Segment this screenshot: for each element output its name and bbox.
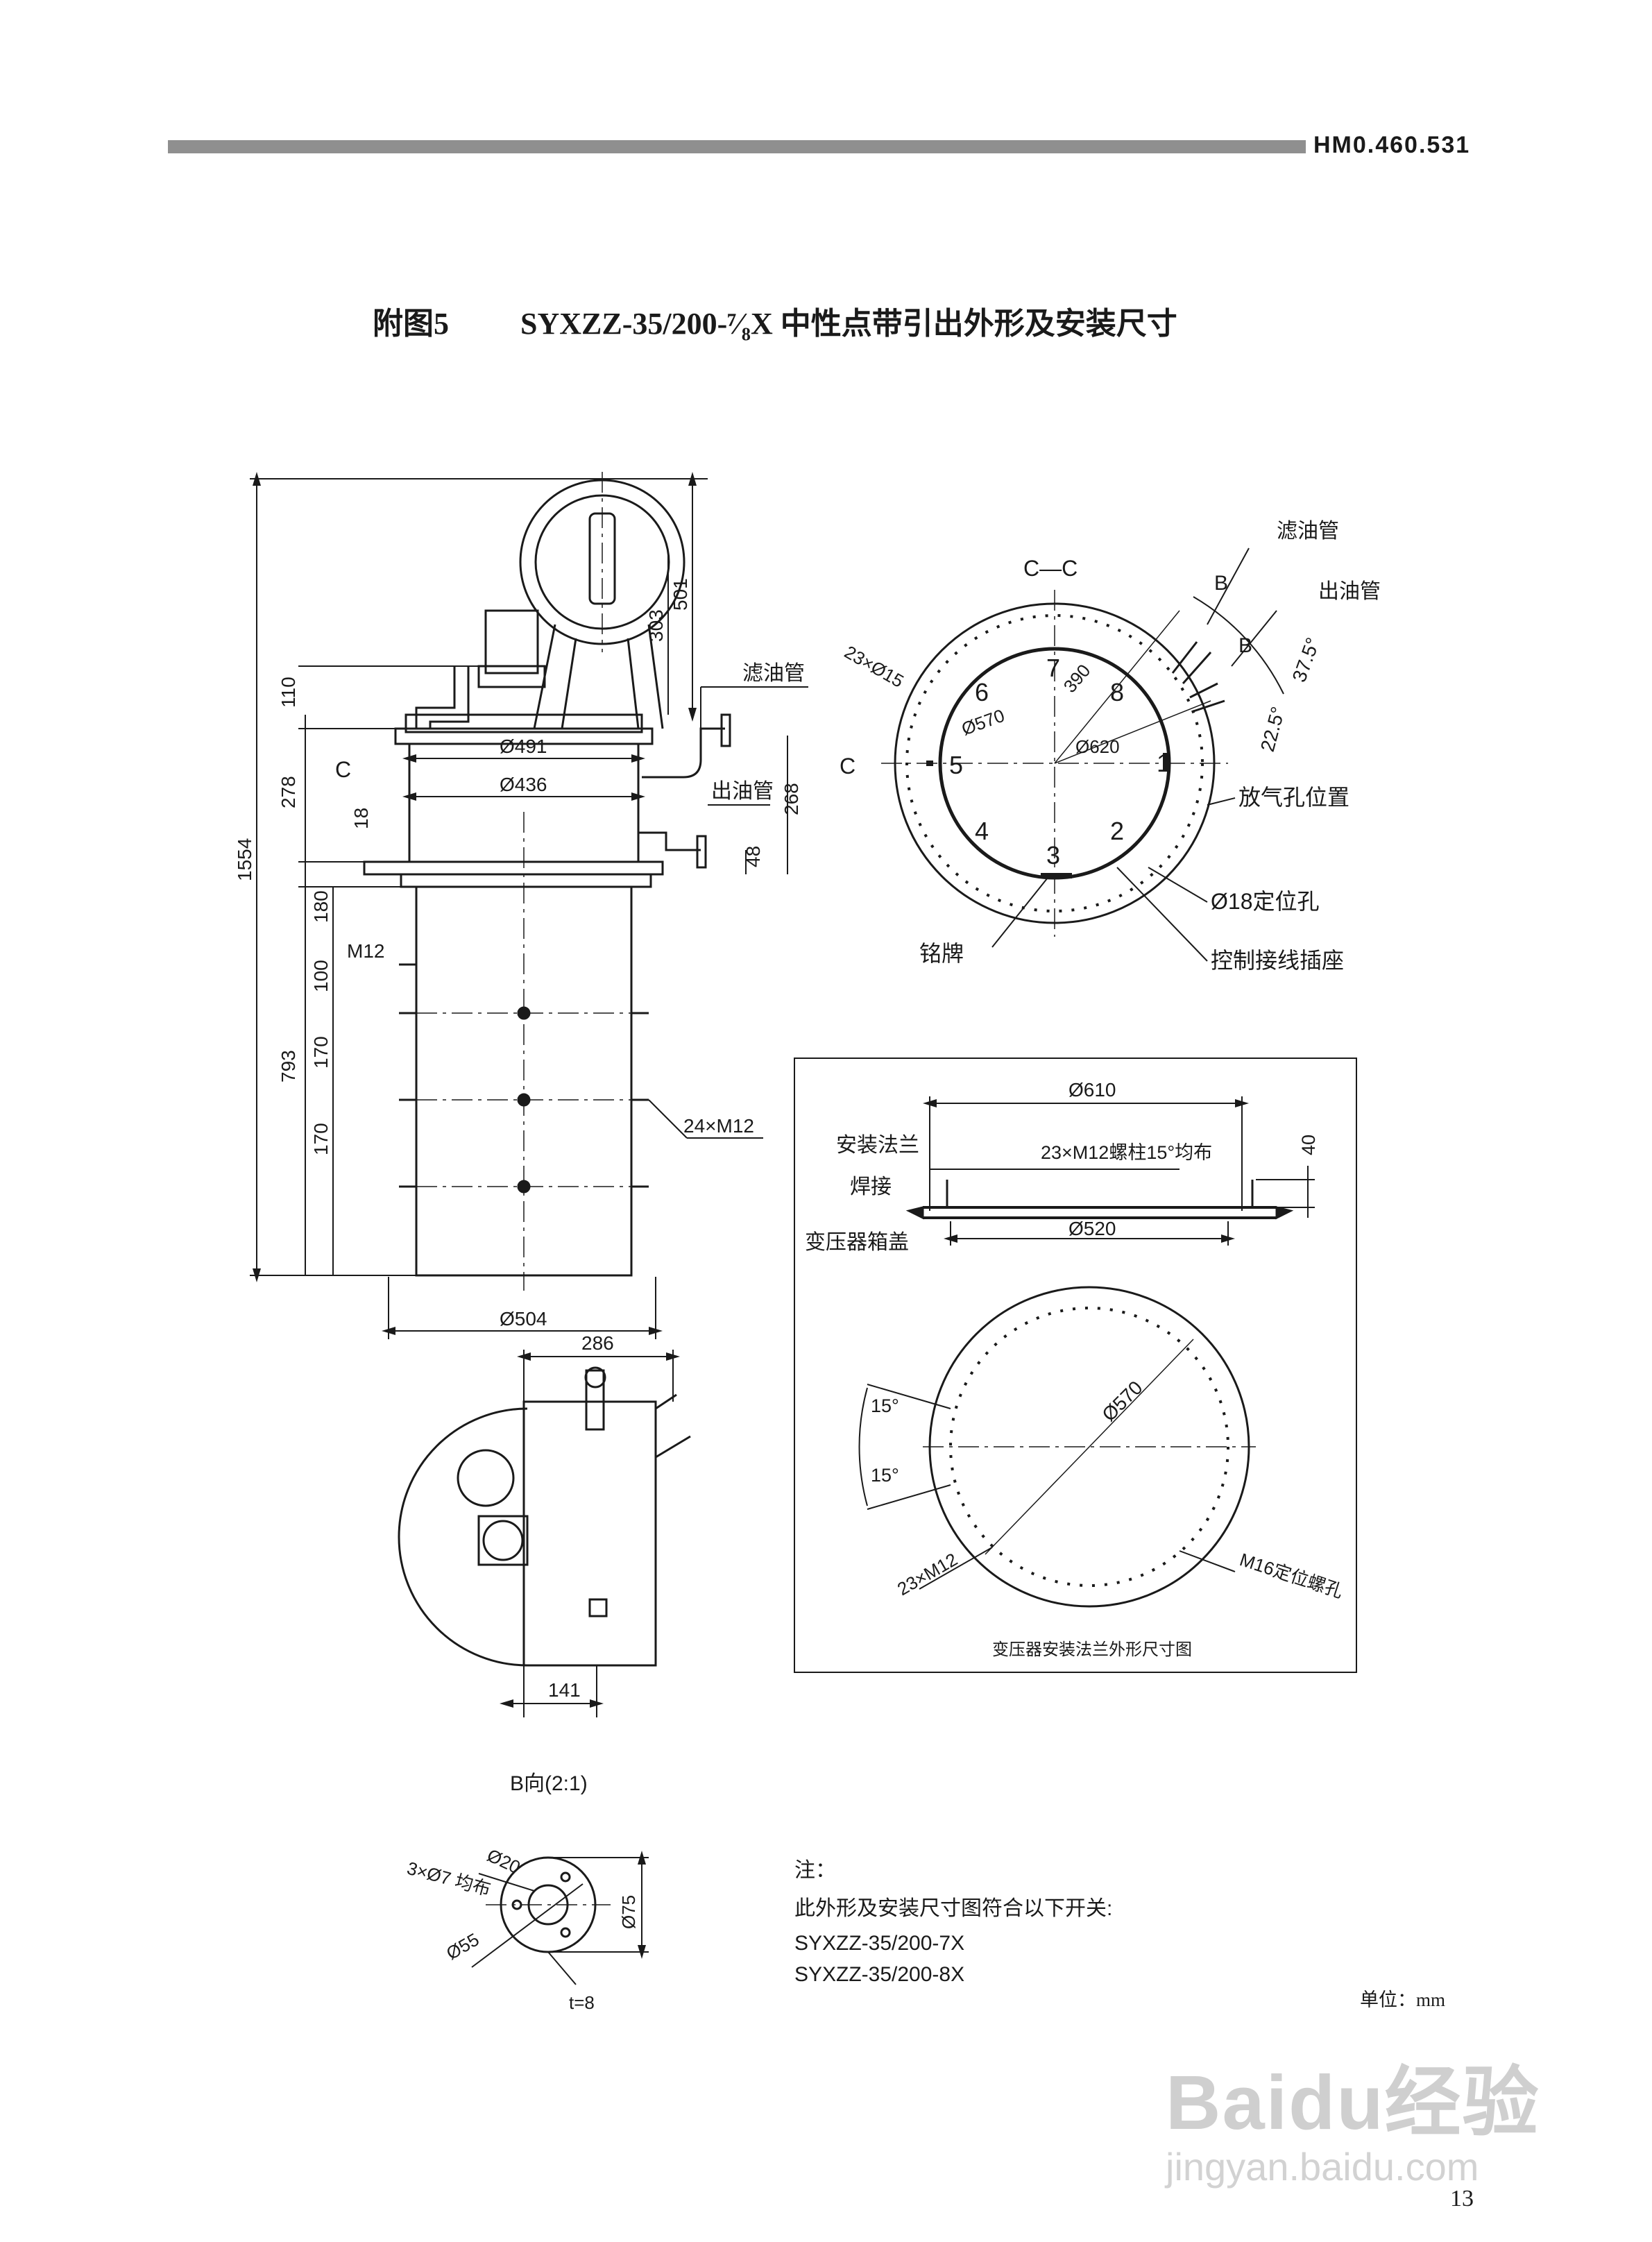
figure-label: 附图5 [373,307,449,341]
section-mark-left: C [335,757,351,782]
dim-170-b: 170 [310,1123,332,1155]
label-locating-hole: Ø18定位孔 [1211,889,1320,914]
dim-110: 110 [278,677,299,708]
dim-dia20: Ø20 [484,1844,523,1878]
pos-2: 2 [1110,817,1124,845]
dim-793: 793 [278,1050,299,1082]
notes-heading: 注： [794,1859,836,1882]
dim-141: 141 [548,1679,581,1701]
dim-dia520: Ø520 [1068,1218,1116,1239]
pos-3: 3 [1046,841,1060,869]
dim-dia504: Ø504 [500,1308,547,1330]
view-b-mark-1: B [1214,572,1228,595]
label-outlet-pipe-section: 出油管 [1318,580,1381,603]
dim-286: 286 [581,1332,614,1354]
pos-7: 7 [1046,654,1060,682]
label-filter-pipe-front: 滤油管 [742,662,805,685]
dim-dia570-section: Ø570 [959,705,1007,740]
dim-dia491: Ø491 [500,736,547,757]
view-b-mark-2: B [1238,634,1252,657]
notes-model-8x: SYXZZ-35/200-8X [794,1963,964,1986]
dim-303: 303 [645,609,667,642]
dim-dia620: Ø620 [1075,736,1120,757]
dim-1554: 1554 [234,838,255,881]
section-mark-right: C [840,754,855,779]
dim-180: 180 [310,890,332,923]
dim-dia55: Ø55 [443,1929,483,1964]
notes-model-7x: SYXZZ-35/200-7X [794,1932,964,1955]
dim-100: 100 [310,960,332,992]
dim-23xdia15: 23×Ø15 [841,641,908,692]
dim-15deg-b: 15° [871,1465,899,1486]
section-title: C—C [1023,556,1078,581]
dim-t8: t=8 [569,1992,595,2013]
page-number: 13 [1450,2186,1474,2211]
pos-8: 8 [1110,678,1124,706]
front-view [250,472,808,1339]
section-view [881,547,1284,962]
top-cover [405,713,643,733]
b-view-title: B向(2:1) [510,1772,588,1795]
dim-18: 18 [350,808,372,829]
dim-dia570-flange: Ø570 [1098,1377,1146,1425]
flange-detail [794,1058,1357,1673]
b-view [471,1851,649,1985]
watermark-logo: Baidu经验 [1166,2060,1540,2146]
label-nameplate: 铭牌 [919,941,964,966]
dim-m16-locating: M16定位螺孔 [1237,1549,1345,1602]
dim-278: 278 [278,776,299,808]
dim-170-a: 170 [310,1036,332,1069]
pos-1: 1 [1157,749,1170,777]
dim-40: 40 [1298,1135,1319,1155]
label-24xm12: 24×M12 [683,1115,754,1137]
top-view-box [522,1400,657,1667]
doc-number: HM0.460.531 [1313,132,1471,158]
label-filter-pipe-section: 滤油管 [1277,520,1339,543]
dim-3xdia7: 3×Ø7 均布 [405,1858,493,1900]
mounting-flange [363,860,664,876]
top-view [398,1350,691,1717]
dim-268: 268 [781,783,802,815]
dim-22-5: 22.5° [1257,704,1289,754]
dim-23xm12-holes: 23×M12 [894,1549,961,1599]
dim-23xm12-studs: 23×M12螺柱15°均布 [1041,1142,1212,1163]
dim-dia610: Ø610 [1068,1079,1116,1101]
upper-body [408,742,640,863]
label-install-flange: 安装法兰 [836,1134,919,1157]
dim-dia436: Ø436 [500,774,547,795]
dim-48: 48 [742,846,764,867]
dim-37-5: 37.5° [1288,635,1325,685]
unit-label: 单位：mm [1360,1989,1446,2010]
label-control-socket: 控制接线插座 [1211,948,1344,973]
notes-line1: 此外形及安装尺寸图符合以下开关: [794,1897,1112,1920]
label-m12: M12 [347,940,384,962]
pos-4: 4 [975,817,989,845]
dim-390: 390 [1059,660,1095,697]
dim-501: 501 [670,578,691,611]
watermark-url: jingyan.baidu.com [1166,2145,1479,2189]
dim-dia75: Ø75 [618,1895,639,1929]
flange-caption: 变压器安装法兰外形尺寸图 [992,1640,1192,1659]
motor-box [484,609,539,674]
header-rule [168,140,1306,153]
label-vent-position: 放气孔位置 [1238,785,1349,810]
dim-15deg-a: 15° [871,1395,899,1416]
label-tank-cover: 变压器箱盖 [805,1231,909,1254]
pos-6: 6 [975,678,989,706]
pos-5: 5 [949,751,963,779]
figure-title: SYXZZ-35/200-⁷⁄₈X 中性点带引出外形及安装尺寸 [520,307,1177,341]
label-weld: 焊接 [850,1175,892,1198]
label-outlet-pipe-front: 出油管 [711,780,774,803]
